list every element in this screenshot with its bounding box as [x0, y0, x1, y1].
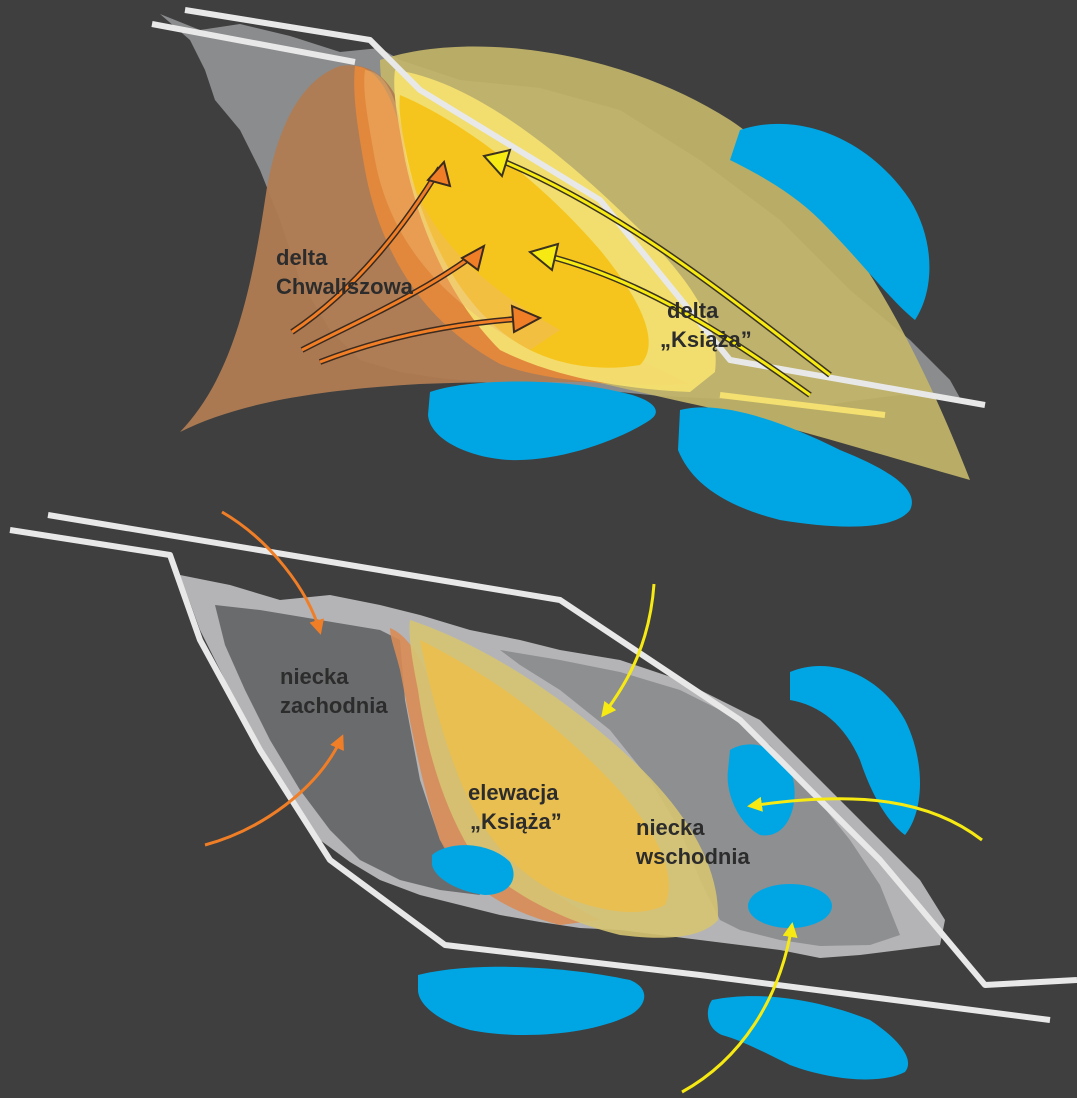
bottom-water-west-small — [432, 845, 514, 895]
orange-arrow-west-lower — [204, 734, 344, 847]
yellow-arrow-east — [747, 796, 983, 842]
yellow-arrow-north — [601, 583, 656, 718]
top-yellow-core — [399, 95, 649, 368]
yellow-arrow-south — [681, 922, 798, 1094]
bottom-water-inner-upper — [727, 744, 795, 836]
bottom-west-basin — [215, 605, 480, 895]
bottom-orange-arrows — [204, 510, 344, 847]
bottom-diagram: niecka zachodnia elewacja „Książa” nieck… — [9, 510, 1077, 1094]
top-water-upper-right — [730, 123, 930, 320]
bottom-fault-line-outer-left — [9, 527, 1051, 1023]
top-fault-line-lower — [151, 21, 356, 65]
label-niecka-zachodnia-line1: niecka — [280, 664, 349, 689]
bottom-water-south-left — [418, 966, 645, 1035]
label-delta-ksiaza-line2: „Książa” — [660, 327, 752, 352]
top-fault-line-short — [719, 392, 886, 418]
top-water-lower-left — [428, 381, 656, 461]
orange-arrow-west-upper — [221, 510, 324, 635]
bottom-elevation-core — [420, 640, 669, 913]
label-niecka-zachodnia-line2: zachodnia — [280, 693, 388, 718]
bottom-yellow-arrows — [601, 583, 983, 1094]
label-elewacja-line1: elewacja — [468, 780, 559, 805]
bottom-water-right-arc — [790, 665, 920, 835]
label-elewacja-line2: „Książa” — [470, 809, 562, 834]
top-water-lower-right — [678, 407, 912, 527]
top-translucent-band — [364, 70, 560, 350]
label-niecka-wschodnia-line2: wschodnia — [635, 844, 750, 869]
bottom-water-inner-lower — [748, 884, 832, 928]
label-niecka-wschodnia-line1: niecka — [636, 815, 705, 840]
label-delta-ksiaza-line1: delta — [667, 298, 719, 323]
top-orange-arrows — [290, 159, 543, 365]
bottom-fault-line-outer-upper — [47, 512, 1077, 988]
top-diagram: delta Chwaliszowa delta „Książa” — [151, 7, 986, 527]
label-delta-chwaliszowa-line1: delta — [276, 245, 328, 270]
label-delta-chwaliszowa-line2: Chwaliszowa — [276, 274, 414, 299]
bottom-water-south-right — [707, 996, 909, 1080]
top-orange-band — [354, 66, 690, 386]
bottom-east-basin — [500, 650, 900, 946]
top-yellow-arrows — [482, 148, 832, 398]
